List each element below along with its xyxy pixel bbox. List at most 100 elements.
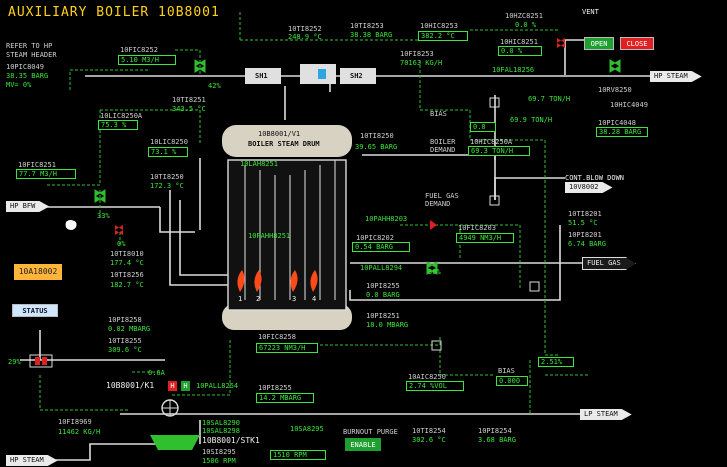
open-button[interactable]: OPEN (584, 37, 614, 50)
fi8969-tag: 10FI8969 (58, 418, 92, 426)
fic8258-value[interactable]: 67223 NM3/H (256, 343, 318, 353)
ti8252-value: 248.9 °C (288, 33, 322, 41)
ton1-value: 69.7 TON/H (528, 95, 571, 103)
burner-1-label: 1 (238, 295, 243, 303)
sh1-label: SH1 (255, 72, 268, 80)
ti8256-tag: 10TI8256 (110, 271, 144, 279)
blow-down-tag: 10V8002 (565, 182, 613, 193)
pahh8203-tag: 10PAHH8203 (365, 215, 408, 223)
screen-title: AUXILIARY BOILER 10B8001 (8, 5, 220, 20)
burner-4-label: 4 (312, 295, 317, 303)
aic8250-tag: 10AIC8250 (408, 373, 446, 381)
fal8256-tag: 10FAL18256 (492, 66, 535, 74)
fic8252-tag: 10FIC8252 (120, 46, 158, 54)
ti8010-tag: 10TI8010 (110, 250, 144, 258)
ti8251-value: 343.5 °C (172, 105, 206, 113)
ti8250-tag: 10TI8250 (360, 132, 394, 140)
fic8258-tag: 10FIC8258 (258, 333, 296, 341)
si8295-tag: 10SI8295 (202, 448, 236, 456)
lic8250-value[interactable]: 73.1 % (148, 147, 188, 157)
boiler-demand-label: BOILER (430, 138, 456, 146)
fic8203-value[interactable]: 4949 NM3/H (456, 233, 514, 243)
pic4048-tag: 10PIC4048 (598, 119, 636, 127)
ti8255-value: 309.6 °C (108, 346, 142, 354)
pic8049-mv: MV= 0% (6, 81, 32, 89)
boiler-demand-label-2: DEMAND (430, 146, 456, 154)
ti8250b-tag: 10TI8250 (150, 173, 184, 181)
lic8250-tag: 10LIC8250 (150, 138, 188, 146)
fic8252-value[interactable]: 5.10 M3/H (118, 55, 176, 65)
ti8201-value: 51.5 °C (568, 219, 598, 227)
ti8252-tag: 10TI8252 (288, 25, 322, 33)
hic8253-value[interactable]: 382.2 °C (418, 31, 468, 41)
hzc8251-value: 0.0 % (515, 21, 537, 29)
sa8295-tag: 10SA8295 (290, 425, 324, 433)
status-button[interactable]: STATUS (12, 304, 58, 317)
ti8253-value: 38.38 BARG (350, 31, 393, 39)
close-button[interactable]: CLOSE (620, 37, 654, 50)
aic8250-value[interactable]: 2.74 %VOL (406, 381, 464, 391)
fi8969-value: 11462 KG/H (58, 428, 101, 436)
valve-36-value: 36% (428, 268, 441, 276)
pi8258-value: 0.02 MBARG (108, 325, 151, 333)
drum-alarm-tag: 10LAH8251 (240, 160, 278, 168)
valve-0-value: 0% (117, 240, 126, 248)
ti8010-value: 177.4 °C (110, 259, 144, 267)
ti8254-tag: 10TI8254 (412, 427, 446, 435)
fi8253-tag: 10FI8253 (400, 50, 434, 58)
ti8250b-value: 172.3 °C (150, 182, 184, 190)
hp-steam-in-stream: HP STEAM (6, 455, 58, 466)
pi8254-tag: 10PI8254 (478, 427, 512, 435)
bias-label-2: BIAS (498, 367, 515, 375)
cont-blow-down-label: CONT.BLOW DOWN (565, 174, 625, 182)
pi8255-value: 0.0 BARG (366, 291, 400, 299)
burner-2-label: 2 (256, 295, 261, 303)
fuel-gas-demand-label: FUEL GAS (425, 192, 459, 200)
pic8049-value: 38.35 BARG (6, 72, 49, 80)
pall8294-tag: 10PALL8294 (360, 264, 403, 272)
pi8255b-tag: 10PI8255 (258, 384, 292, 392)
hic8251-tag: 10HIC8251 (500, 38, 538, 46)
sh2-label: SH2 (350, 72, 363, 80)
bias2-value[interactable]: 0.000 (496, 376, 528, 386)
hic8251-value[interactable]: 0.0 % (498, 46, 542, 56)
ti8255-tag: 10TI8255 (108, 337, 142, 345)
drum-tag: 10B8001/V1 (258, 130, 301, 138)
sal8298-tag: 10SAL8298 (202, 427, 240, 435)
pi8255b-value[interactable]: 14.2 MBARG (256, 393, 314, 403)
hp-steam-out-stream: HP STEAM (650, 71, 702, 82)
ti8256-value: 182.7 °C (110, 281, 144, 289)
pi8201-value: 6.74 BARG (568, 240, 606, 248)
bias1-value[interactable]: 0.0 (470, 122, 496, 132)
bias-label-1: BIAS (430, 110, 447, 118)
ti8201-tag: 10TI8201 (568, 210, 602, 218)
sal8290-tag: 10SAL8290 (202, 419, 240, 427)
pic8202-value[interactable]: 0.54 BARG (352, 242, 410, 252)
sa8295-value[interactable]: 1510 RPM (270, 450, 326, 460)
fic8251-value[interactable]: 77.7 M3/H (16, 169, 76, 179)
burner-3-label: 3 (292, 295, 297, 303)
fan-h2-indicator: H (181, 381, 190, 391)
alarm-box-button[interactable]: 10A18002 (14, 264, 62, 280)
ti8254-value: 302.6 °C (412, 436, 446, 444)
rv8250-tag: 10RV8250 (598, 86, 632, 94)
pi8201-tag: 10PI8201 (568, 231, 602, 239)
pi8254-value: 3.68 BARG (478, 436, 516, 444)
vent-label: VENT (582, 8, 599, 16)
ton2-value: 69.9 TON/H (510, 116, 553, 124)
lic8250a-value[interactable]: 75.3 % (98, 120, 138, 130)
fi8253-value: 70163 KG/H (400, 59, 443, 67)
enable-button[interactable]: ENABLE (345, 438, 381, 451)
lic8250a-tag: 10LIC8250A (100, 112, 143, 120)
ti8251-tag: 10TI8251 (172, 96, 206, 104)
burnout-purge-label: BURNOUT PURGE (343, 428, 398, 436)
fan-tag: 10B8001/K1 (106, 381, 155, 390)
pic4048-value[interactable]: 38.28 BARG (596, 127, 648, 137)
pi8251-tag: 10PI8251 (366, 312, 400, 320)
pi8251-value: 18.0 MBARG (366, 321, 409, 329)
si8295-value: 1506 RPM (202, 457, 236, 465)
o2-trim-value[interactable]: 2.51% (538, 357, 574, 367)
hic4049-tag: 10HIC4049 (610, 101, 648, 109)
hic8250a-value[interactable]: 69.3 TON/H (468, 146, 530, 156)
